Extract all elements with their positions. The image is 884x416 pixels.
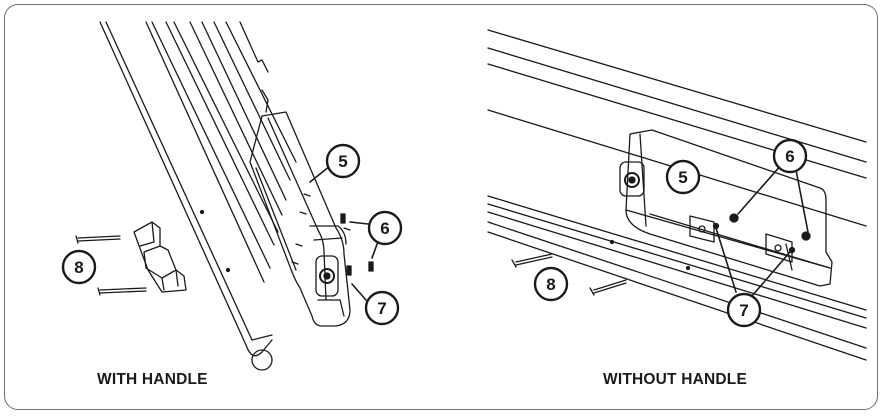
left-panel-drawing (75, 21, 381, 371)
svg-text:5: 5 (338, 152, 347, 171)
handle-part (249, 111, 351, 327)
svg-text:6: 6 (785, 147, 794, 166)
svg-text:8: 8 (546, 275, 555, 294)
callout-8-left: 8 (61, 249, 97, 285)
callout-6-left: 6 (367, 210, 403, 246)
svg-text:5: 5 (678, 168, 687, 187)
diagram-frame (4, 4, 878, 410)
mounting-plate (619, 129, 833, 287)
right-panel-drawing (487, 29, 867, 361)
svg-text:8: 8 (74, 258, 83, 277)
plate-screws (712, 213, 811, 254)
svg-text:7: 7 (377, 299, 386, 318)
right-leader-lines (715, 163, 809, 297)
caption-with-handle: WITH HANDLE (97, 371, 208, 388)
long-screws (511, 253, 627, 296)
callout-8-right: 8 (533, 266, 569, 302)
svg-text:7: 7 (739, 301, 748, 320)
callout-6-right: 6 (772, 138, 808, 174)
callout-7-right: 7 (726, 292, 762, 328)
callout-7-left: 7 (364, 290, 400, 326)
callout-5-left: 5 (325, 143, 361, 179)
callouts: 5 6 7 8 5 6 7 8 (61, 138, 808, 328)
caption-without-handle: WITHOUT HANDLE (603, 371, 748, 388)
bracket-and-screws (75, 209, 231, 296)
callout-5-right: 5 (665, 159, 701, 195)
door-rail (487, 29, 867, 361)
rail-panel (99, 21, 297, 371)
small-fasteners (340, 213, 374, 276)
svg-text:6: 6 (380, 219, 389, 238)
